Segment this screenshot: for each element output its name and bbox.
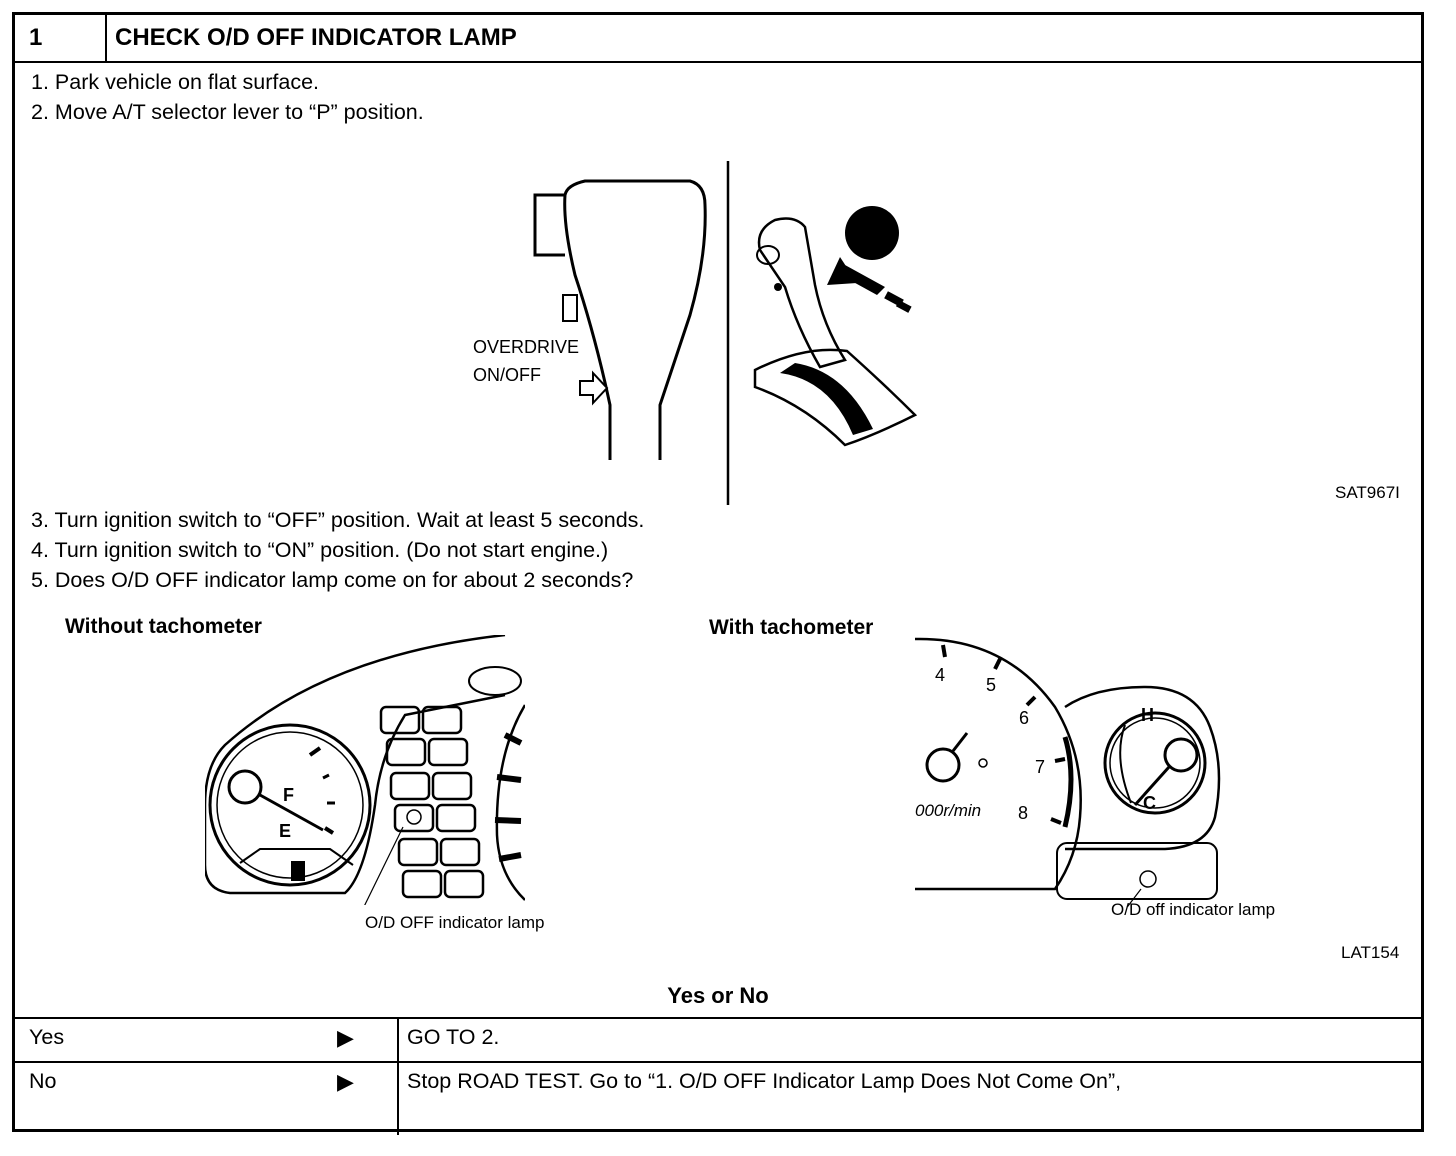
hollow-arrow-icon — [579, 370, 609, 406]
od-off-lamp — [406, 809, 422, 825]
step-header: 1 CHECK O/D OFF INDICATOR LAMP — [15, 15, 1421, 63]
temperature-gauge — [1103, 711, 1207, 815]
step-number: 1 — [15, 15, 107, 61]
procedure-sheet: 1 CHECK O/D OFF INDICATOR LAMP 1. Park v… — [12, 12, 1424, 1135]
answer-yes: Yes — [29, 1025, 65, 1049]
tach-tick-7: 7 — [1035, 757, 1046, 777]
action-no: Stop ROAD TEST. Go to “1. O/D OFF Indica… — [407, 1069, 1122, 1093]
answer-no: No — [29, 1069, 57, 1093]
overdrive-label: OVERDRIVE — [473, 337, 580, 357]
tach-tick-5: 5 — [986, 675, 997, 695]
selector-lever-figure — [533, 161, 918, 505]
decision-row-no: No ▶ Stop ROAD TEST. Go to “1. O/D OFF I… — [15, 1061, 1421, 1137]
fuel-pump-icon — [291, 861, 305, 881]
temp-h-mark: H — [1141, 705, 1154, 725]
step-title: CHECK O/D OFF INDICATOR LAMP — [115, 24, 517, 51]
temp-c-mark: C — [1143, 793, 1156, 813]
without-tach-title: Without tachometer — [65, 615, 262, 638]
tach-tick-8: 8 — [1018, 803, 1029, 823]
lamp-label-with-tach: O/D off indicator lamp — [1111, 900, 1276, 919]
instruction-5: 5. Does O/D OFF indicator lamp come on f… — [31, 568, 634, 592]
instruction-3: 3. Turn ignition switch to “OFF” positio… — [31, 508, 645, 532]
tach-tick-4: 4 — [935, 665, 946, 685]
lamp-label-without-tach: O/D OFF indicator lamp — [365, 913, 545, 932]
cluster-without-tachometer — [205, 635, 525, 905]
shift-gate-plate — [753, 348, 918, 447]
with-tach-title: With tachometer — [709, 616, 874, 639]
park-badge-label: P — [870, 101, 887, 128]
fuel-f-mark: F — [283, 785, 294, 805]
tach-unit: 000r/min — [915, 801, 982, 820]
decision-question: Yes or No — [667, 983, 769, 1008]
instruction-4: 4. Turn ignition switch to “ON” position… — [31, 538, 609, 562]
lever-body — [757, 217, 847, 369]
arrow-right-icon: ▶ — [337, 1069, 354, 1094]
tach-tick-6: 6 — [1019, 708, 1030, 728]
fuel-gauge — [208, 723, 372, 887]
fuel-e-mark: E — [279, 821, 292, 841]
fuel-needle — [259, 793, 324, 832]
cluster-with-tachometer — [915, 637, 1221, 907]
decision-row-yes: Yes ▶ GO TO 2. — [15, 1017, 1421, 1063]
instruction-2: 2. Move A/T selector lever to “P” positi… — [31, 100, 424, 124]
shift-knob-outline — [563, 179, 707, 460]
figure-ref-1: SAT967I — [1335, 483, 1400, 502]
onoff-label: ON/OFF — [473, 365, 541, 385]
instruction-1: 1. Park vehicle on flat surface. — [31, 70, 320, 94]
arrow-right-icon: ▶ — [337, 1025, 354, 1050]
action-yes: GO TO 2. — [407, 1025, 500, 1049]
temp-needle — [1133, 765, 1171, 807]
table-column-divider — [397, 1017, 399, 1135]
figure-ref-2: LAT154 — [1341, 943, 1400, 962]
park-badge — [845, 206, 899, 260]
od-off-lamp — [1139, 870, 1157, 888]
